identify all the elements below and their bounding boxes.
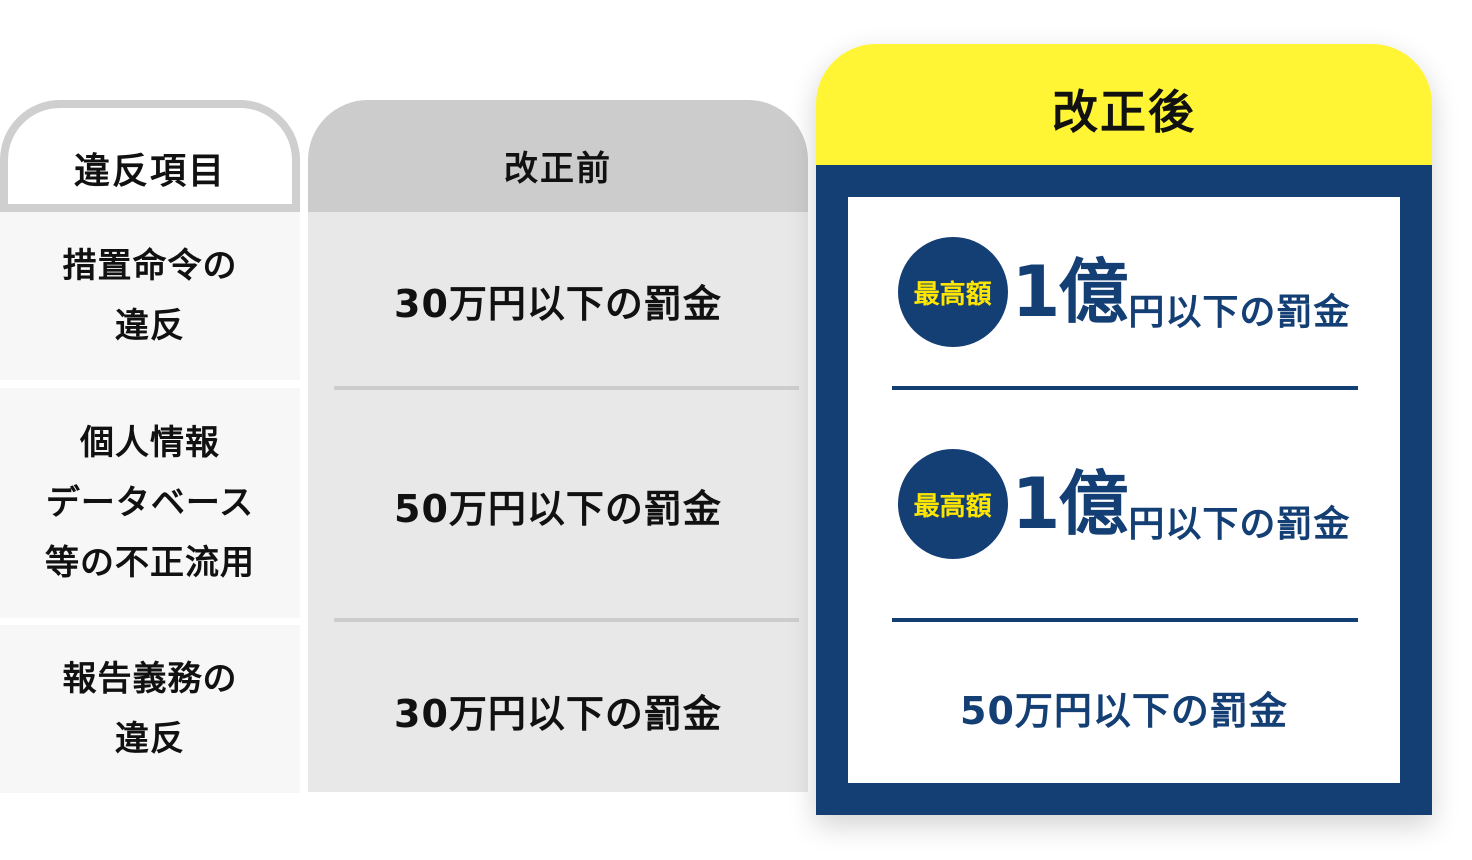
item-cell-1: 措置命令の 違反 [0, 212, 300, 380]
after-panel: 最高額 1 億 円以下の罰金 最高額 1 億 円以下の罰金 50万円以下の罰金 [848, 197, 1400, 783]
amount-suffix: 円以下の罰金 [1128, 292, 1351, 333]
after-cell-1: 最高額 1 億 円以下の罰金 [848, 227, 1400, 357]
header-after-label: 改正後 [1052, 84, 1196, 139]
item-cell-3: 報告義務の 違反 [0, 625, 300, 793]
item-cell-2: 個人情報 データベース 等の不正流用 [0, 388, 300, 618]
before-penalty-2: 50万円以下の罰金 [394, 486, 722, 531]
before-cell-3: 30万円以下の罰金 [308, 622, 808, 798]
after-frame: 最高額 1 億 円以下の罰金 最高額 1 億 円以下の罰金 50万円以下の罰金 [816, 165, 1432, 815]
before-body [308, 212, 808, 792]
after-cell-3: 50万円以下の罰金 [848, 657, 1400, 757]
after-card: 改正後 最高額 1 億 円以下の罰金 最高額 1 億 円以下の罰金 [816, 44, 1432, 815]
before-divider-2 [334, 618, 799, 622]
before-penalty-1: 30万円以下の罰金 [394, 281, 722, 326]
before-divider-1 [334, 386, 799, 390]
header-violation-item: 違反項目 [0, 100, 300, 212]
header-after: 改正後 [816, 44, 1432, 165]
header-before: 改正前 [308, 100, 808, 212]
header-before-label: 改正前 [504, 148, 612, 189]
before-cell-2: 50万円以下の罰金 [308, 390, 808, 620]
item-label-3: 報告義務の 違反 [62, 659, 238, 759]
item-label-1: 措置命令の 違反 [62, 246, 238, 346]
after-divider-2 [892, 618, 1358, 622]
after-divider-1 [892, 386, 1358, 390]
item-label-2: 個人情報 データベース 等の不正流用 [45, 423, 255, 583]
before-penalty-3: 30万円以下の罰金 [394, 691, 722, 736]
after-cell-2: 最高額 1 億 円以下の罰金 [848, 439, 1400, 569]
amount-unit: 億 [1058, 251, 1129, 333]
amount-number: 1 [1011, 463, 1061, 545]
amount-number: 1 [1011, 251, 1061, 333]
amount-unit: 億 [1058, 463, 1129, 545]
max-amount-badge: 最高額 [897, 237, 1008, 347]
after-penalty-3: 50万円以下の罰金 [960, 688, 1288, 733]
header-violation-item-label: 違反項目 [73, 151, 226, 192]
before-cell-1: 30万円以下の罰金 [308, 212, 808, 388]
badge-label: 最高額 [913, 279, 992, 310]
badge-label: 最高額 [913, 491, 992, 522]
max-amount-badge: 最高額 [897, 449, 1008, 559]
amount-suffix: 円以下の罰金 [1128, 504, 1351, 545]
